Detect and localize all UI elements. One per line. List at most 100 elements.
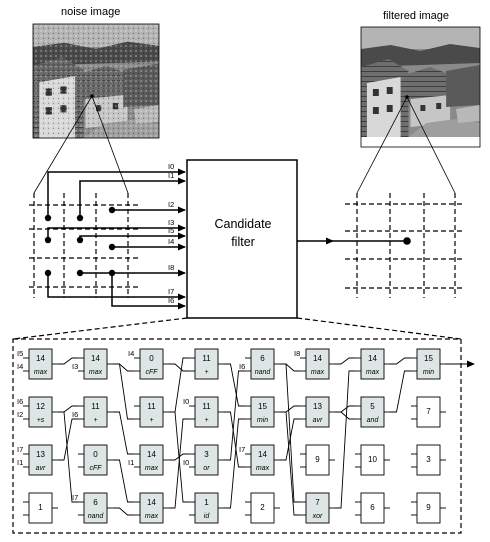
connection-wire	[58, 357, 78, 365]
filter-input-label: I3	[168, 218, 174, 227]
connection-wire	[169, 363, 189, 372]
primary-input-label: I6	[17, 397, 23, 406]
expansion-line-left	[12, 317, 188, 340]
function-cell: 1 id	[189, 492, 224, 524]
connection-wire	[224, 418, 245, 509]
function-cell: 11 +	[189, 348, 224, 380]
cell-number: 1	[204, 498, 209, 507]
primary-input-label: I7	[72, 493, 78, 502]
noise-image-title: noise image	[61, 6, 120, 18]
cell-number: 6	[370, 503, 375, 512]
primary-input-label: I1	[128, 458, 134, 467]
cell-number: 11	[147, 402, 156, 411]
function-cell: 11+	[189, 396, 224, 428]
connection-wire	[113, 459, 134, 503]
cell-function: +s	[37, 417, 45, 424]
cell-number: 1	[38, 503, 43, 512]
primary-input-label: I8	[294, 349, 300, 358]
cell-number: 12	[36, 402, 45, 411]
cell-function: min	[423, 369, 434, 376]
cell-function: avr	[313, 417, 323, 424]
cell-number: 9	[426, 503, 431, 512]
primary-input-label: I4	[17, 362, 23, 371]
output-window	[345, 193, 462, 298]
primary-input-label: I6	[239, 362, 245, 371]
filtered-image-title: filtered image	[383, 10, 449, 22]
function-cell: 3	[411, 444, 446, 476]
cell-function: +	[149, 417, 153, 424]
cell-number: 15	[258, 402, 267, 411]
cell-function: max	[34, 369, 48, 376]
cell-number: 0	[149, 354, 154, 363]
primary-input-label: I1	[17, 458, 23, 467]
function-cell: 6	[355, 492, 390, 524]
connection-wire	[335, 357, 355, 365]
candidate-filter-box: Candidate filter	[186, 159, 298, 319]
connection-wire	[58, 411, 78, 503]
function-cell: 10	[355, 444, 390, 476]
cell-number: 7	[426, 407, 431, 416]
input-wires	[44, 168, 186, 310]
function-cell: 2	[245, 492, 280, 524]
function-cell: 9	[411, 492, 446, 524]
primary-input-label: I7	[17, 445, 23, 454]
connection-wire	[390, 370, 411, 413]
primary-input-label: I0	[183, 397, 189, 406]
connection-wire	[169, 418, 189, 509]
cell-function: +	[93, 417, 97, 424]
cell-number: 15	[424, 354, 433, 363]
connection-wire	[335, 411, 355, 420]
filter-input-label: I2	[168, 200, 174, 209]
primary-input-label: I0	[183, 458, 189, 467]
cell-function: max	[311, 369, 325, 376]
connection-wire	[280, 405, 300, 413]
cell-number: 11	[202, 354, 211, 363]
connection-wire	[113, 363, 134, 420]
primary-input-label: I5	[17, 349, 23, 358]
cell-number: 14	[91, 354, 100, 363]
connection-wire	[280, 363, 300, 503]
output-arrow	[297, 237, 411, 245]
cell-number: 11	[91, 402, 100, 411]
cell-number: 14	[368, 354, 377, 363]
cell-function: +	[204, 417, 208, 424]
cell-number: 2	[260, 503, 265, 512]
cgp-grid: 14max12+s13avr114max11+0cFF6nand0cFF11+1…	[17, 348, 475, 524]
cell-number: 13	[313, 402, 322, 411]
input-window	[29, 193, 138, 298]
filter-input-label: I7	[168, 287, 174, 296]
cell-function: cFF	[89, 465, 102, 472]
cell-number: 10	[368, 455, 377, 464]
primary-input-label: I2	[17, 410, 23, 419]
filter-label-line1: Candidate	[215, 217, 272, 231]
cell-number: 14	[147, 450, 156, 459]
cell-function: id	[204, 513, 211, 520]
cell-function: max	[145, 513, 159, 520]
cell-function: max	[145, 465, 159, 472]
cell-function: +	[204, 369, 208, 376]
connection-wire	[224, 363, 245, 407]
filter-input-label: I4	[168, 237, 174, 246]
filter-input-label: I6	[168, 296, 174, 305]
cell-number: 14	[36, 354, 45, 363]
function-cell: 9	[300, 444, 335, 476]
primary-input-label: I7	[239, 445, 245, 454]
cell-function: nand	[88, 513, 105, 520]
cell-number: 3	[204, 450, 209, 459]
cell-number: 7	[315, 498, 320, 507]
connection-wire	[169, 411, 189, 503]
cell-number: 13	[36, 450, 45, 459]
connection-wire	[335, 405, 355, 413]
function-cell: 14 max	[23, 348, 58, 380]
function-cell: 13 avr	[300, 396, 335, 428]
cell-function: and	[367, 417, 380, 424]
